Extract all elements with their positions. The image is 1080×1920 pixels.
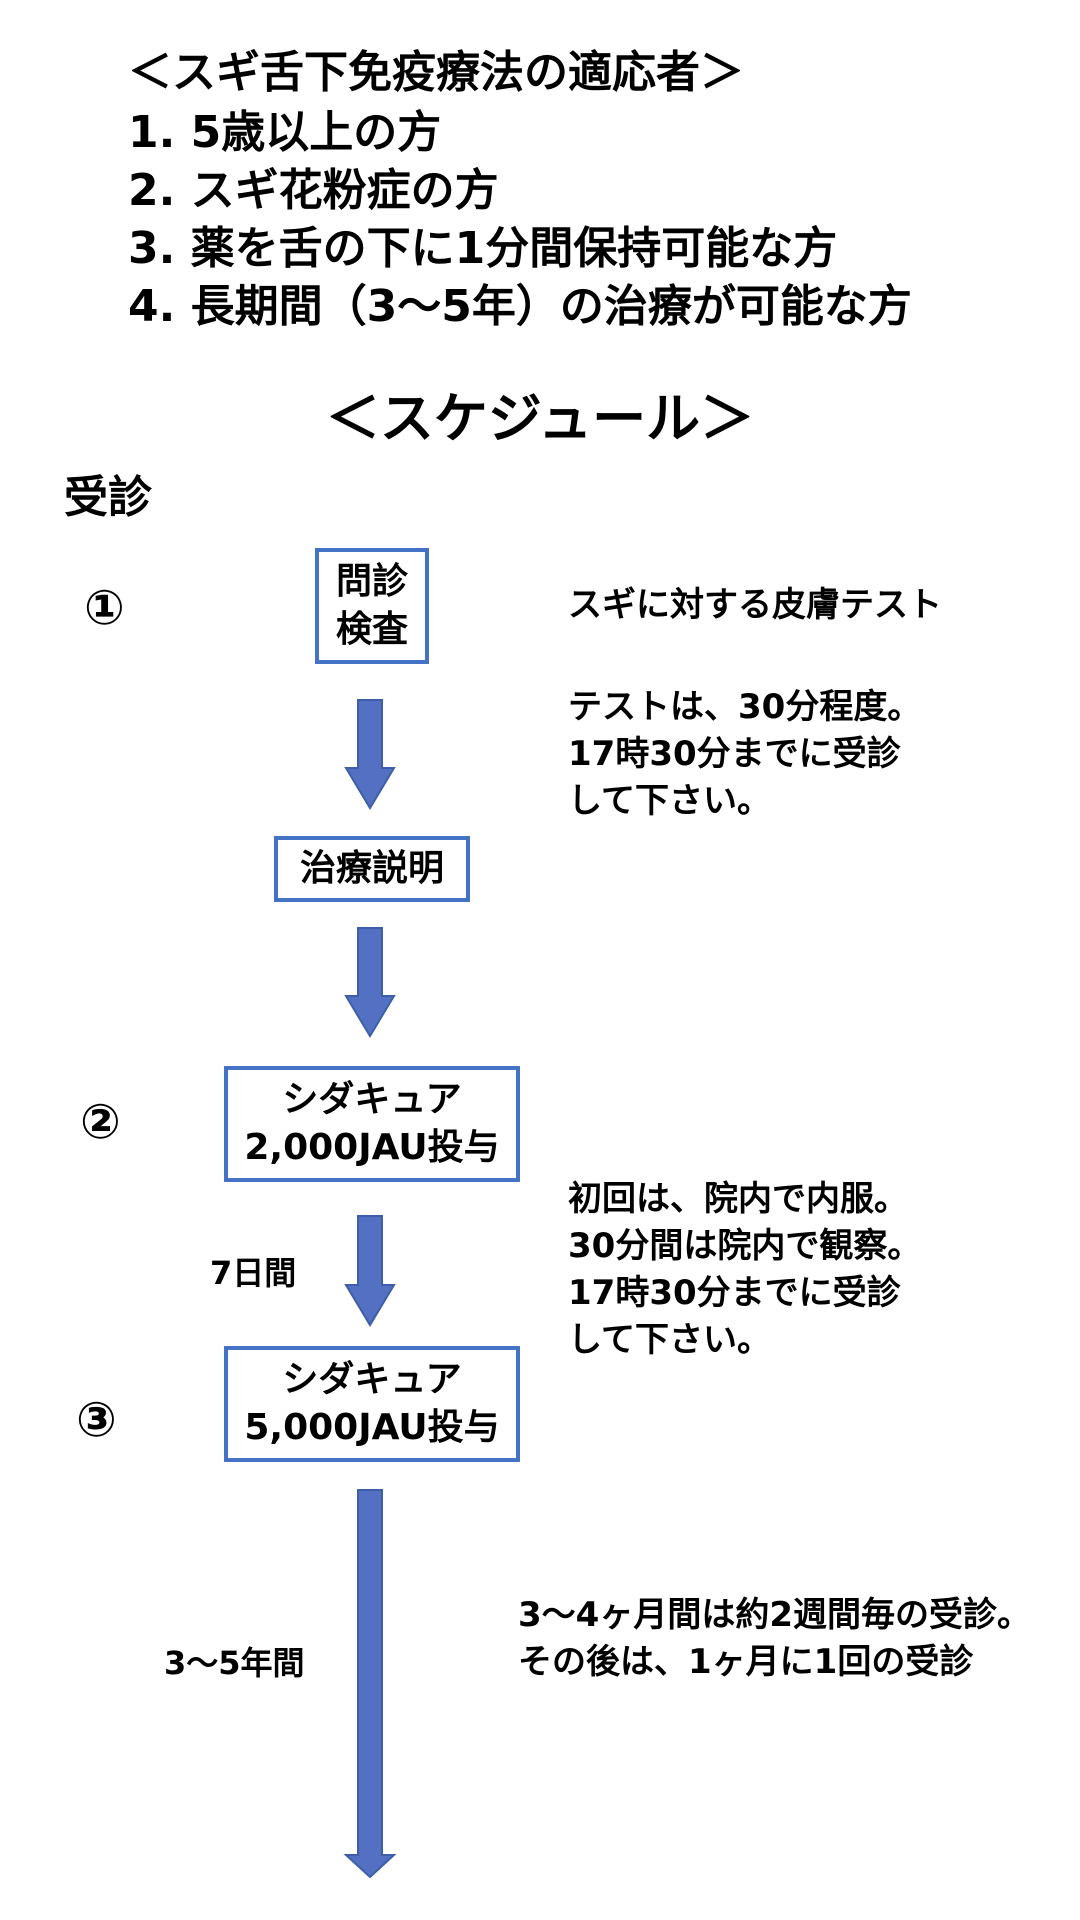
visit-label: 受診 [64, 472, 152, 523]
step-number-3: ③ [76, 1392, 117, 1448]
note-line: テストは、30分程度。 [568, 687, 922, 727]
dose-2000-box: シダキュア 2,000JAU投与 [224, 1066, 520, 1182]
indication-item: 3. 薬を舌の下に1分間保持可能な方 [128, 223, 838, 274]
note-line: 17時30分までに受診 [568, 734, 901, 774]
duration-week-label: 7日間 [210, 1254, 297, 1292]
dose-box-line: 5,000JAU投与 [244, 1407, 500, 1448]
note-line: して下さい。 [568, 1320, 771, 1360]
note-line: 17時30分までに受診 [568, 1273, 901, 1313]
dose-box-line: シダキュア [282, 1359, 462, 1400]
down-arrow [344, 927, 396, 1038]
down-arrow [344, 1215, 396, 1327]
down-arrow [344, 699, 396, 810]
step-number-2: ② [80, 1094, 121, 1150]
followup-note: 3〜4ヶ月間は約2週間毎の受診。 その後は、1ヶ月に1回の受診 [518, 1592, 1031, 1686]
exam-box: 問診 検査 [315, 548, 429, 664]
exam-box-line: 検査 [335, 609, 408, 650]
indication-item: 2. スギ花粉症の方 [128, 165, 499, 216]
skin-test-note: スギに対する皮膚テスト [568, 585, 942, 625]
step-number-1: ① [84, 580, 125, 636]
first-dose-note: 初回は、院内で内服。 30分間は院内で観察。 17時30分までに受診 して下さい… [568, 1176, 921, 1364]
dose-box-line: 2,000JAU投与 [244, 1127, 500, 1168]
note-line: 初回は、院内で内服。 [568, 1179, 908, 1219]
duration-years-label: 3〜5年間 [164, 1644, 305, 1682]
explanation-box-label: 治療説明 [299, 848, 444, 889]
explanation-box: 治療説明 [274, 836, 470, 902]
note-line: 30分間は院内で観察。 [568, 1226, 922, 1266]
note-line: 3〜4ヶ月間は約2週間毎の受診。 [518, 1595, 1031, 1635]
indication-item: 1. 5歳以上の方 [128, 107, 442, 158]
note-line: その後は、1ヶ月に1回の受診 [518, 1642, 974, 1682]
schedule-title: ＜スケジュール＞ [325, 387, 755, 450]
dose-5000-box: シダキュア 5,000JAU投与 [224, 1346, 520, 1462]
indication-item: 4. 長期間（3〜5年）の治療が可能な方 [128, 281, 912, 332]
note-line: して下さい。 [568, 781, 771, 821]
exam-box-line: 問診 [335, 561, 408, 602]
dose-box-line: シダキュア [282, 1079, 462, 1120]
down-arrow [343, 1489, 397, 1879]
indications-title: ＜スギ舌下免疫療法の適応者＞ [128, 47, 744, 98]
test-time-note: テストは、30分程度。 17時30分までに受診 して下さい。 [568, 684, 921, 825]
